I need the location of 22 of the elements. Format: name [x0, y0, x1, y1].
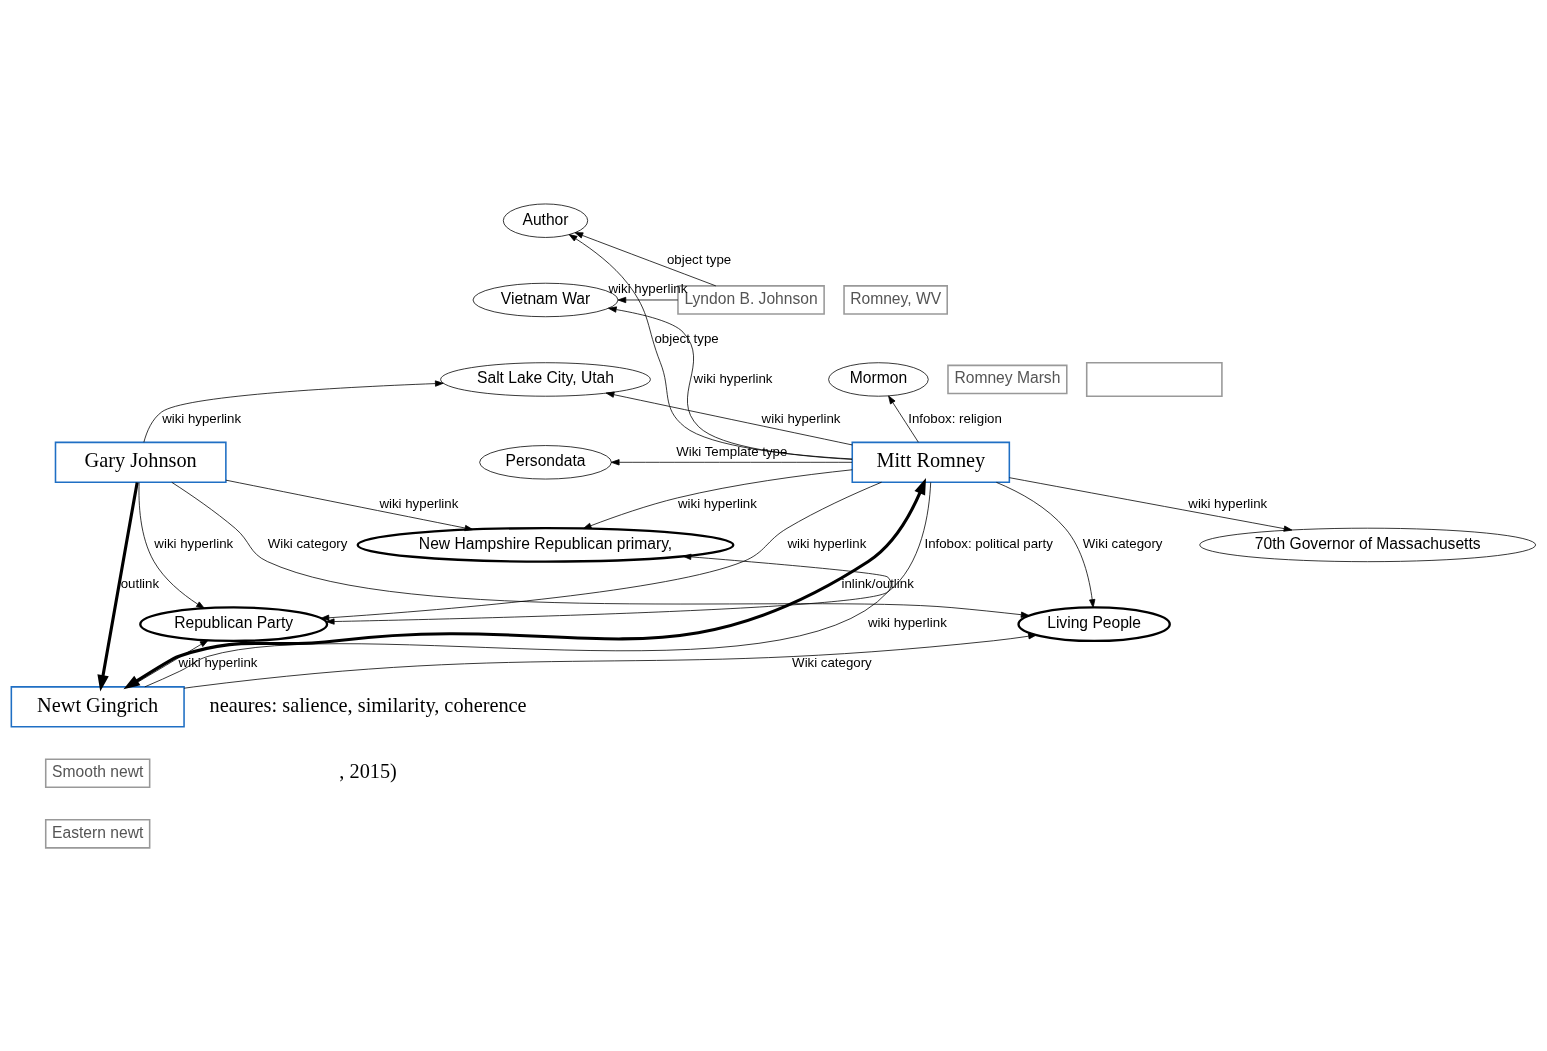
- edge-label: Wiki category: [1082, 535, 1163, 551]
- edge-label: wiki hyperlink: [761, 410, 841, 426]
- label: , 2015): [339, 759, 397, 782]
- edge-label: wiki hyperlink: [867, 614, 947, 630]
- label: neaures: salience, similarity, coherence: [209, 693, 527, 716]
- edge-label: wiki hyperlink: [787, 535, 867, 551]
- edge-label: object type: [666, 251, 732, 267]
- edge-label: inlink/outlink: [841, 575, 914, 591]
- edge-label: wiki hyperlink: [608, 280, 688, 296]
- edge-label: outlink: [120, 575, 160, 591]
- edge-label: Wiki category: [792, 654, 872, 670]
- edge-label: wiki hyperlink: [678, 496, 757, 511]
- edge-label: wiki hyperlink: [162, 410, 242, 426]
- edge-label: wiki hyperlink: [1188, 496, 1268, 511]
- edge-label: Wiki category: [267, 535, 348, 551]
- edge-label: object type: [654, 330, 719, 346]
- edge-label: wiki hyperlink: [154, 535, 234, 551]
- edge-label: wiki hyperlink: [178, 654, 258, 670]
- edge-label: wiki hyperlink: [379, 496, 459, 511]
- edge-label: Infobox: political party: [924, 535, 1053, 551]
- edge-label: wiki hyperlink: [693, 370, 773, 386]
- edge-label: Infobox: religion: [908, 410, 1002, 426]
